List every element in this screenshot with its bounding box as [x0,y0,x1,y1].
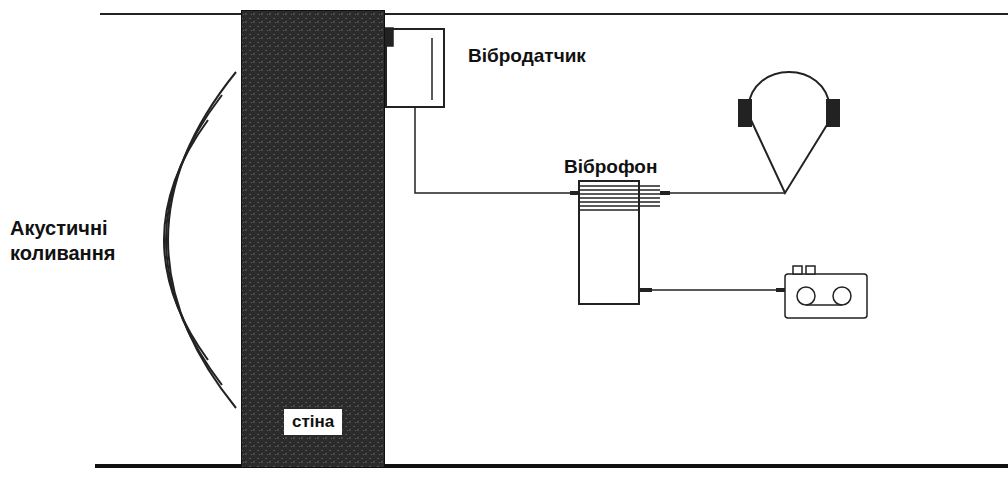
node-label: Віброфон [564,156,657,178]
recorder-plug [776,288,785,292]
signal-wire [415,108,570,193]
acoustic-waves [164,72,236,408]
ceiling-line [100,13,1008,15]
recorder-wire [652,289,785,291]
wall: стіна [241,10,385,468]
headphones [739,72,839,193]
tape-recorder [785,266,867,318]
node-label: Вібродатчик [468,45,586,67]
headphone-wire [670,192,785,194]
wall-texture [241,10,385,468]
vibrophone: Віброфон [578,180,640,305]
wave-label: Акустичні коливання [10,216,150,266]
node-label: стіна [284,409,342,435]
sensor-detail [385,28,432,100]
floor-line [95,464,1008,468]
vibration-sensor: Вібродатчик [385,28,445,108]
vibrophone-detail [570,186,670,290]
